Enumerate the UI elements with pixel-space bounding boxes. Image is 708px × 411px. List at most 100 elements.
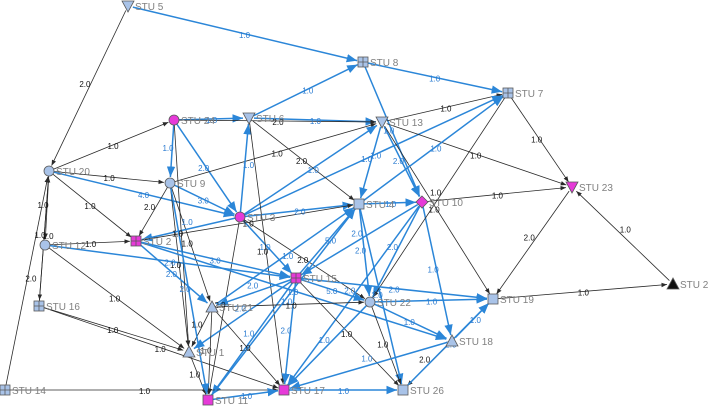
node-stu-17[interactable]: STU 17: [278, 384, 325, 397]
node-cross-mark: [0, 385, 10, 395]
edge-weight-label: 2.0: [247, 282, 259, 291]
node-stu-2[interactable]: STU 2: [130, 235, 172, 248]
node-stu-25[interactable]: STU 25: [666, 277, 708, 291]
node-stu-20[interactable]: STU 20: [43, 165, 90, 178]
edge-weight-label: 1.0: [155, 345, 167, 354]
edge-stu-6-to-stu-8: [253, 63, 358, 117]
edge-stu-4-to-stu-22: [358, 208, 373, 297]
edge-stu-21-to-stu-22: [216, 300, 365, 308]
edge-weight-label: 1.0: [172, 229, 184, 238]
edge-weight-label: 1.0: [34, 231, 46, 240]
edge-stu-11-to-stu-4: [210, 208, 356, 397]
edge-stu-3-to-stu-7: [244, 94, 503, 216]
edge-weight-label: 1.0: [404, 318, 416, 327]
node-stu-22[interactable]: STU 22: [364, 296, 411, 309]
node-label: STU 17: [291, 386, 325, 397]
edge-weight-label: 1.0: [286, 301, 298, 310]
edge-weight-label: 2.0: [179, 285, 191, 294]
edge-weight-label: 2.0: [166, 270, 178, 279]
edge-weight-label: 2.0: [198, 164, 210, 173]
edge-weight-label: 2.0: [387, 243, 399, 252]
edge-stu-3-to-stu-22: [243, 219, 366, 300]
edge-stu-4-to-stu-10: [363, 198, 417, 207]
node-stu-16[interactable]: STU 16: [33, 300, 80, 313]
node-stu-21[interactable]: STU 21: [205, 300, 253, 314]
node-shape-square: [353, 198, 365, 210]
node-shape-triangle-down: [565, 181, 579, 194]
node-label: STU 21: [219, 303, 253, 314]
edge-stu-22-to-stu-26: [371, 306, 402, 385]
node-stu-19[interactable]: STU 19: [487, 293, 534, 306]
edge-stu-11-to-stu-17: [212, 387, 279, 401]
node-shape-circle: [168, 114, 180, 126]
edge-weight-label: 1.0: [377, 340, 389, 349]
edge-weight-label: 1.0: [259, 243, 271, 252]
edge-weight-label: 1.0: [310, 117, 322, 126]
edge-weight-label: 2.0: [344, 287, 356, 296]
edge-stu-13-to-stu-7: [386, 93, 503, 122]
edge-weight-label: 1.0: [383, 127, 395, 136]
edge-weight-label: 2.0: [294, 207, 306, 216]
edge-weight-label: 1.0: [107, 326, 119, 335]
edge-weight-label: 1.0: [239, 31, 251, 40]
node-stu-13[interactable]: STU 13: [375, 116, 423, 129]
edge-weight-label: 3.0: [210, 256, 222, 265]
edge-weight-label: 2.0: [144, 203, 156, 212]
node-stu-9[interactable]: STU 9: [164, 177, 206, 190]
edge-weight-label: 1.0: [189, 370, 201, 379]
edge-stu-6-to-stu-17: [249, 122, 285, 385]
edge-weight-label: 5.0: [325, 237, 337, 246]
edge-weight-label: 2.0: [372, 291, 384, 300]
node-stu-1[interactable]: STU 1: [182, 345, 225, 359]
node-stu-4[interactable]: STU 4: [353, 198, 395, 211]
node-label: STU 24: [181, 116, 215, 127]
edge-stu-9-to-stu-11: [170, 187, 210, 395]
edge-stu-8-to-stu-10: [364, 66, 421, 197]
edge-weight-label: 1.0: [272, 149, 284, 158]
node-stu-3[interactable]: STU 3: [234, 211, 276, 224]
node-stu-23[interactable]: STU 23: [565, 181, 613, 194]
edge-weight-label: 1.0: [243, 219, 255, 228]
node-label: STU 9: [177, 179, 206, 190]
edges-layer: [5, 6, 670, 401]
node-stu-5[interactable]: STU 5: [121, 0, 164, 13]
edge-weight-label: 1.0: [338, 387, 350, 396]
edge-weight-label: 2.0: [214, 301, 226, 310]
node-shape-square: [278, 384, 290, 396]
node-stu-18[interactable]: STU 18: [445, 334, 493, 348]
node-label: STU 2: [143, 237, 172, 248]
edge-stu-13-to-stu-4: [359, 126, 382, 199]
edge-stu-22-to-stu-18: [374, 303, 447, 340]
edge-stu-6-to-stu-13: [253, 117, 377, 126]
edge-weight-label: 2.0: [297, 256, 309, 265]
node-shape-triangle-up: [666, 277, 680, 290]
edge-weight-label: 1.0: [429, 206, 441, 215]
node-stu-6[interactable]: STU 6: [242, 112, 285, 125]
edge-stu-18-to-stu-17: [289, 341, 448, 390]
edge-stu-3-to-stu-15: [242, 220, 293, 275]
node-label: STU 19: [500, 295, 534, 306]
node-label: STU 6: [256, 114, 285, 125]
edge-weight-label: 2.0: [79, 80, 91, 89]
edge-weight-label: 1.0: [37, 201, 49, 210]
node-shape-circle: [234, 211, 246, 223]
node-stu-24[interactable]: STU 24: [168, 114, 215, 127]
node-stu-10[interactable]: STU 10: [415, 195, 463, 209]
node-stu-15[interactable]: STU 15: [290, 272, 337, 285]
edge-stu-24-to-stu-6: [178, 114, 244, 123]
node-stu-8[interactable]: STU 8: [357, 56, 399, 69]
edge-stu-3-to-stu-6: [239, 123, 252, 213]
node-stu-7[interactable]: STU 7: [502, 87, 544, 100]
node-stu-26[interactable]: STU 26: [397, 384, 444, 397]
node-stu-14[interactable]: STU 14: [0, 384, 46, 397]
node-stu-11[interactable]: STU 11: [202, 394, 249, 407]
edge-weight-label: 1.0: [243, 161, 255, 170]
edge-weight-label: 1.0: [206, 116, 218, 125]
node-label: STU 1: [196, 348, 225, 359]
node-label: STU 10: [429, 198, 463, 209]
edge-stu-15-to-stu-21: [217, 278, 292, 306]
edge-weight-label: 1.0: [104, 174, 116, 183]
node-stu-12[interactable]: STU 12: [39, 239, 86, 252]
